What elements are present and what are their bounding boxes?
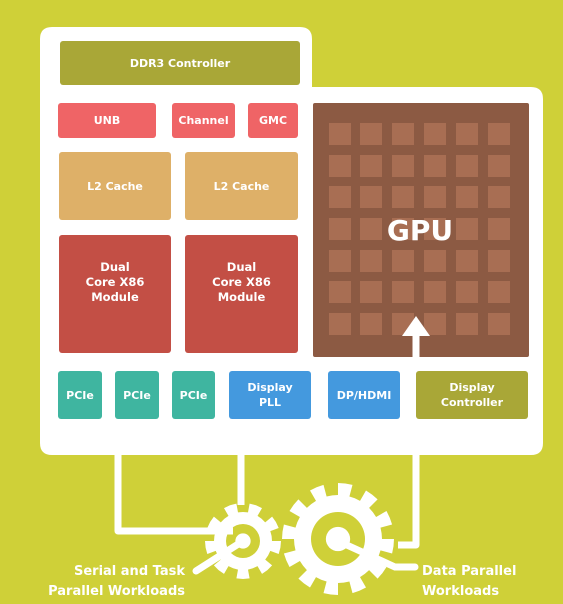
pcie-block-3: PCIe [172,371,215,419]
data-parallel-caption: Data Parallel Workloads [422,564,517,599]
gpu-core-cell [488,186,510,208]
gpu-core-cell [424,186,446,208]
pcie-block-2: PCIe [115,371,159,419]
gear-hub-icon [325,526,351,552]
gpu-core-cell [360,313,382,335]
gpu-core-cell [392,123,414,145]
gpu-core-cell [456,281,478,303]
display-pll-block: Display PLL [229,371,311,419]
arrow-up-icon [402,316,430,336]
gpu-core-grid [329,123,510,335]
gpu-core-cell [424,250,446,272]
gpu-core-cell [424,281,446,303]
unb-block: UNB [58,103,156,138]
gpu-core-cell [360,218,382,240]
core-module-right-block: Dual Core X86 Module [185,235,298,353]
dp-hdmi-block: DP/HDMI [328,371,400,419]
gpu-core-cell [456,313,478,335]
l2-cache-left-block: L2 Cache [59,152,171,220]
gpu-core-cell [456,123,478,145]
gpu-core-cell [488,123,510,145]
gpu-core-cell [360,250,382,272]
gpu-core-cell [360,186,382,208]
gpu-core-cell [424,218,446,240]
gpu-core-cell [424,313,446,335]
gpu-core-cell [329,218,351,240]
gpu-core-cell [456,155,478,177]
gpu-label: GPU [386,213,454,247]
gpu-core-cell [488,281,510,303]
gpu-core-cell [456,218,478,240]
gpu-core-cell [488,313,510,335]
gpu-core-cell [329,250,351,272]
gpu-core-cell [392,281,414,303]
pointer-data [334,537,419,571]
gpu-core-cell [360,123,382,145]
channel-block: Channel [172,103,235,138]
gpu-core-cell [329,155,351,177]
gpu-core-cell [392,250,414,272]
gpu-core-cell [329,123,351,145]
display-controller-block: Display Controller [416,371,528,419]
gpu-core-cell [360,155,382,177]
gear-icon [282,483,394,595]
gpu-core-cell [488,155,510,177]
gear-cluster [205,483,394,595]
gmc-block: GMC [248,103,298,138]
gpu-core-cell [329,186,351,208]
gpu-core-cell [456,186,478,208]
gear-icon [205,503,281,579]
gpu-core-cell [360,281,382,303]
gpu-core-cell [424,155,446,177]
gpu-core-cell [392,155,414,177]
gpu-core-cell [456,250,478,272]
gpu-core-cell [424,123,446,145]
l2-cache-right-block: L2 Cache [185,152,298,220]
gear-hub-icon [235,533,251,549]
serial-task-caption: Serial and Task Parallel Workloads [48,564,185,599]
gpu-core-cell [488,250,510,272]
pcie-block-1: PCIe [58,371,102,419]
gpu-core-cell [329,281,351,303]
gpu-core-cell [488,218,510,240]
gpu-core-cell [392,218,414,240]
gpu-core-cell [329,313,351,335]
gpu-core-cell [392,186,414,208]
core-module-left-block: Dual Core X86 Module [59,235,171,353]
ddr3-controller-block: DDR3 Controller [60,41,300,85]
